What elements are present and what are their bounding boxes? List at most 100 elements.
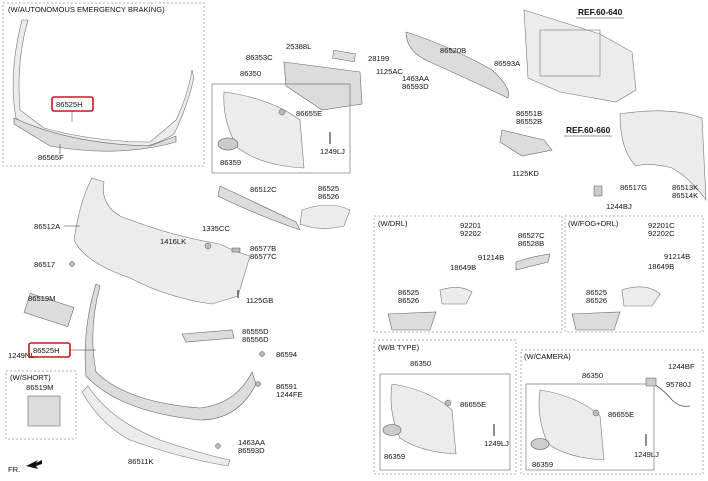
- drl-86525-label: 86525: [398, 288, 419, 297]
- camera-wire: [653, 383, 691, 407]
- clip-86517: [69, 261, 75, 267]
- drl-86526-label: 86526: [398, 296, 419, 305]
- drl-91214b-label: 91214B: [478, 253, 504, 262]
- c-emblem: [530, 438, 550, 450]
- label-1244bj: 1244BJ: [606, 202, 632, 211]
- label-1244fe: 1244FE: [276, 390, 303, 399]
- b-86350-label: 86350: [410, 359, 431, 368]
- label-86513k: 86513K: [672, 183, 698, 192]
- fog-86525-label: 86525: [586, 288, 607, 297]
- short-box: [5, 370, 77, 440]
- label-86359: 86359: [220, 158, 241, 167]
- drl-box-title: (W/DRL): [378, 219, 408, 228]
- drl-18649b-label: 18649B: [450, 263, 476, 272]
- c-86655e-label: 86655E: [608, 410, 634, 419]
- front-fender: [619, 110, 707, 201]
- label-86525-mid: 86525: [318, 184, 339, 193]
- c-1249lj-label: 1249LJ: [634, 450, 659, 459]
- b-86359-label: 86359: [384, 452, 405, 461]
- bumper-trim-piece: [181, 329, 235, 343]
- label-86517g: 86517G: [620, 183, 647, 192]
- drl-strip-part: [515, 253, 551, 271]
- aeb-strip-part: [13, 117, 177, 152]
- aeb-86565f-label: 86565F: [38, 153, 64, 162]
- label-25388l: 25388L: [286, 42, 311, 51]
- label-86591: 86591: [276, 382, 297, 391]
- fog-92202c-label: 92202C: [648, 229, 675, 238]
- fog-92201c-label: 92201C: [648, 221, 675, 230]
- label-1249nl: 1249NL: [8, 351, 35, 360]
- label-28199: 28199: [368, 54, 389, 63]
- fog-lamp-housing: [621, 286, 661, 307]
- c-grille: [538, 389, 605, 461]
- label-86555d: 86555D: [242, 327, 269, 336]
- ref-60-660: REF.60-660: [566, 125, 611, 135]
- b-type-box-title: (W/B TYPE): [378, 343, 420, 352]
- label-86655e: 86655E: [296, 109, 322, 118]
- c-1244bf-label: 1244BF: [668, 362, 695, 371]
- grille-box: [211, 83, 351, 174]
- aeb-bumper-part: [12, 19, 195, 151]
- drl-lamp-housing: [439, 287, 473, 305]
- fog-91214b-label: 91214B: [664, 252, 690, 261]
- aeb-box-title: (W/AUTONOMOUS EMERGENCY BRAKING): [8, 5, 165, 14]
- bumper-bracket: [499, 129, 553, 157]
- label-86511k: 86511K: [128, 457, 154, 466]
- c-86359-label: 86359: [532, 460, 553, 469]
- grille-inner-cover: [283, 61, 363, 111]
- b-emblem: [382, 424, 402, 436]
- b-86655e-label: 86655E: [460, 400, 486, 409]
- ref-60-640: REF.60-640: [578, 7, 623, 17]
- fog-drl-box-title: (W/FOG+DRL): [568, 219, 619, 228]
- front-direction-arrow: [26, 460, 42, 469]
- bumper-lower-skirt: [84, 283, 257, 421]
- label-1125gb: 1125GB: [246, 296, 273, 305]
- short-86519m-label: 86519M: [26, 383, 53, 392]
- fog-86526-label: 86526: [586, 296, 607, 305]
- aeb-86525h-highlight: [51, 96, 94, 112]
- aeb-box: [2, 2, 205, 167]
- b-grille: [390, 383, 457, 455]
- short-box-title: (W/SHORT): [10, 373, 51, 382]
- drl-92202-label: 92202: [460, 229, 481, 238]
- label-86350: 86350: [240, 69, 261, 78]
- drl-box: [373, 215, 563, 333]
- short-plate-bracket: [27, 395, 61, 427]
- emblem: [217, 137, 239, 151]
- label-1125kd: 1125KD: [512, 169, 539, 178]
- front-direction-label: FR.: [8, 465, 20, 474]
- label-1463aa-bottom: 1463AA: [238, 438, 266, 447]
- drl-bezel: [387, 311, 437, 331]
- label-86593d: 86593D: [402, 82, 429, 91]
- label-1249lj: 1249LJ: [320, 147, 345, 156]
- side-lamp-bezel: [299, 204, 351, 229]
- label-86514k: 86514K: [672, 191, 698, 200]
- label-86517: 86517: [34, 260, 55, 269]
- upper-grille-strip: [217, 185, 301, 231]
- c-95780j-label: 95780J: [666, 380, 691, 389]
- label-1125ac: 1125AC: [376, 67, 403, 76]
- label-1416lk: 1416LK: [160, 237, 186, 246]
- label-1463aa: 1463AA: [402, 74, 430, 83]
- label-1335cc: 1335CC: [202, 224, 230, 233]
- label-86577c: 86577C: [250, 252, 277, 261]
- c-86350-label: 86350: [582, 371, 603, 380]
- label-86577b: 86577B: [250, 244, 276, 253]
- label-86593d-bottom: 86593D: [238, 446, 265, 455]
- carrier-frame: [523, 9, 637, 103]
- label-86519m: 86519M: [28, 294, 55, 303]
- aeb-86525h-label: 86525H: [56, 100, 83, 109]
- radiator-grille: [223, 91, 305, 169]
- camera-box: [520, 349, 704, 475]
- bumper-bottom-strip: [81, 385, 231, 467]
- fog-18649b-label: 18649B: [648, 262, 674, 271]
- drl-86527c-label: 86527C: [518, 231, 545, 240]
- label-86556d: 86556D: [242, 335, 269, 344]
- fog-bezel: [571, 311, 621, 331]
- main-86525h-label: 86525H: [33, 346, 60, 355]
- label-86593a: 86593A: [494, 59, 521, 68]
- license-plate-bracket: [23, 293, 75, 327]
- label-86353c: 86353C: [246, 53, 273, 62]
- label-86594: 86594: [276, 350, 297, 359]
- label-86520b: 86520B: [440, 46, 466, 55]
